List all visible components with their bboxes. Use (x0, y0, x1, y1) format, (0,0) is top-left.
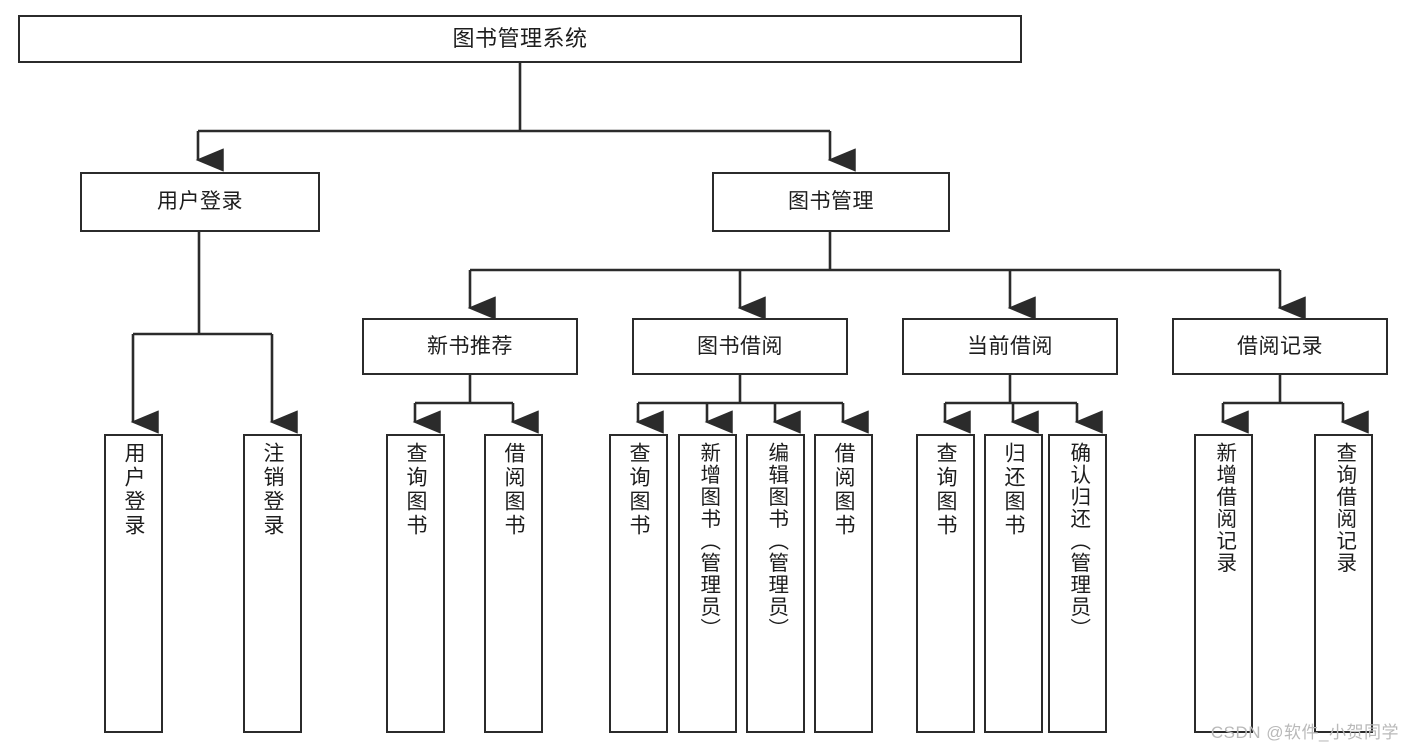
node-book-management[interactable]: 图书管理 (712, 172, 950, 232)
leaf-borrow-book[interactable]: 借阅图书 (814, 434, 873, 733)
node-label: 归还图书 (1002, 442, 1025, 538)
node-label: 当前借阅 (967, 334, 1053, 358)
node-label: 编辑图书（管理员） (764, 442, 788, 640)
node-label: 图书管理系统 (452, 25, 588, 51)
node-label: 查询图书 (404, 442, 427, 538)
node-label: 用户登录 (157, 190, 243, 214)
node-label: 注销登录 (261, 442, 284, 538)
leaf-edit-book-admin[interactable]: 编辑图书（管理员） (746, 434, 805, 733)
watermark: CSDN @软件_小贺同学 (1210, 723, 1399, 742)
node-label: 图书管理 (788, 190, 874, 214)
node-label: 借阅图书 (502, 442, 525, 538)
leaf-user-login[interactable]: 用户登录 (104, 434, 163, 733)
node-label: 确认归还（管理员） (1066, 442, 1090, 640)
node-user-login[interactable]: 用户登录 (80, 172, 320, 232)
node-book-borrow[interactable]: 图书借阅 (632, 318, 848, 375)
leaf-user-logout[interactable]: 注销登录 (243, 434, 302, 733)
leaf-confirm-return-admin[interactable]: 确认归还（管理员） (1048, 434, 1107, 733)
node-label: 借阅记录 (1237, 334, 1323, 358)
node-root-system[interactable]: 图书管理系统 (18, 15, 1022, 63)
node-label: 查询图书 (934, 442, 957, 538)
node-borrow-record[interactable]: 借阅记录 (1172, 318, 1388, 375)
node-label: 新增图书（管理员） (696, 442, 720, 640)
leaf-query-book-borrow[interactable]: 查询图书 (609, 434, 668, 733)
node-label: 借阅图书 (832, 442, 855, 538)
node-new-book-recommend[interactable]: 新书推荐 (362, 318, 578, 375)
leaf-query-borrow-record[interactable]: 查询借阅记录 (1314, 434, 1373, 733)
node-label: 新增借阅记录 (1212, 442, 1236, 574)
node-label: 查询借阅记录 (1332, 442, 1356, 574)
leaf-query-book-recommend[interactable]: 查询图书 (386, 434, 445, 733)
leaf-add-book-admin[interactable]: 新增图书（管理员） (678, 434, 737, 733)
leaf-borrow-book-recommend[interactable]: 借阅图书 (484, 434, 543, 733)
node-current-borrow[interactable]: 当前借阅 (902, 318, 1118, 375)
node-label: 图书借阅 (697, 334, 783, 358)
node-label: 新书推荐 (427, 334, 513, 358)
node-label: 用户登录 (122, 442, 145, 538)
leaf-add-borrow-record[interactable]: 新增借阅记录 (1194, 434, 1253, 733)
node-label: 查询图书 (627, 442, 650, 538)
leaf-query-book-current[interactable]: 查询图书 (916, 434, 975, 733)
leaf-return-book[interactable]: 归还图书 (984, 434, 1043, 733)
